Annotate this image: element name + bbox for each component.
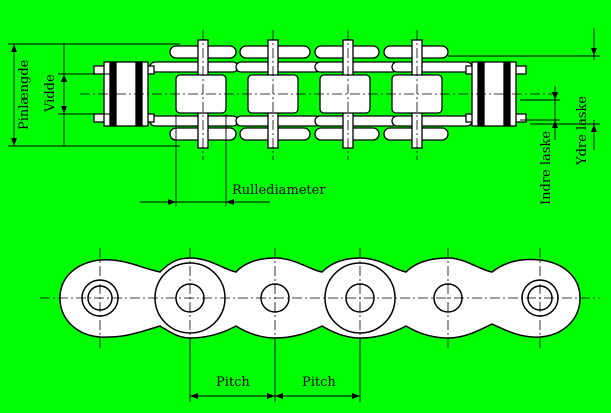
outer-link-plates-bottom (169, 127, 449, 141)
dimension-lines (8, 28, 600, 206)
label-pitch-left: Pitch (216, 375, 250, 390)
top-view-centerlines (80, 30, 560, 160)
label-inner-plate: Indre laske (539, 131, 554, 205)
outer-link-plates-top (169, 45, 449, 59)
dimension-arrowheads (11, 44, 597, 205)
label-pin-length: Pinlængde (17, 59, 32, 130)
label-roller-diameter: Rullediameter (232, 183, 326, 198)
label-width: Vidde (43, 74, 58, 113)
pitch-arrowheads (190, 393, 360, 399)
side-view-centerlines (40, 248, 600, 348)
label-pitch-right: Pitch (302, 375, 336, 390)
label-outer-plate: Ydre laske (575, 96, 590, 166)
